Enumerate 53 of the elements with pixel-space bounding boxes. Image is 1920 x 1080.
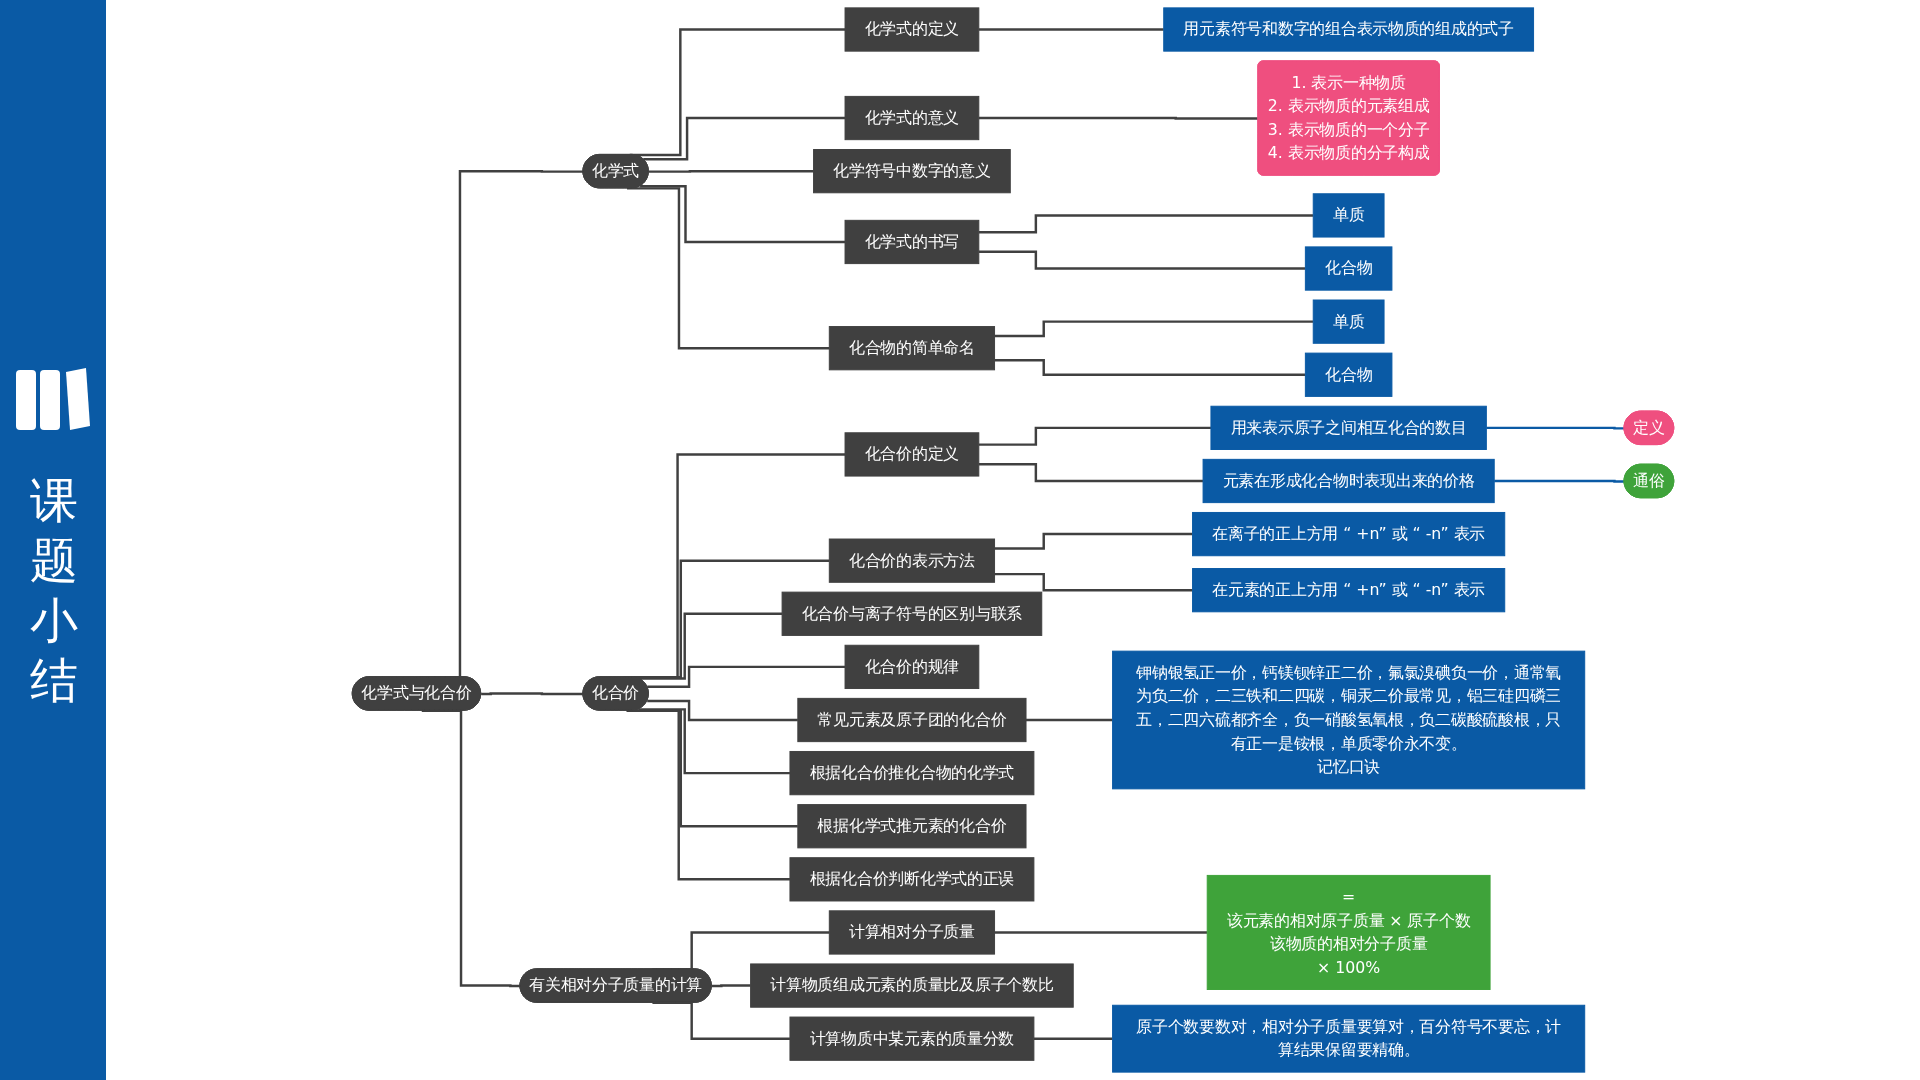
node-box: 化合价的规律 <box>844 644 980 689</box>
node-box: 化合物 <box>1304 352 1393 397</box>
node-box: 在元素的正上方用 “ +n” 或 “ -n” 表示 <box>1192 568 1506 613</box>
node-box: 化合价与离子符号的区别与联系 <box>781 591 1043 636</box>
node-box: 元素在形成化合物时表现出来的价格 <box>1202 458 1495 504</box>
connector <box>648 169 814 173</box>
page-title: 课题小结 <box>29 471 79 710</box>
node-box: 原子个数要数对，相对分子质量要算对，百分符号不要忘，计算结果保留要精确。 <box>1112 1004 1586 1073</box>
node-box: = 该元素的相对原子质量 × 原子个数 该物质的相对分子质量 × 100% <box>1206 874 1491 990</box>
connector <box>640 185 846 244</box>
connector <box>978 28 1164 31</box>
node-box: 化学式的定义 <box>844 7 980 52</box>
node-box: 化合价的表示方法 <box>828 538 996 583</box>
connector <box>638 708 790 775</box>
connector <box>647 699 798 722</box>
node-box: 根据化合价判断化学式的正误 <box>789 857 1035 902</box>
connector <box>647 665 846 688</box>
node-box: 单质 <box>1312 299 1385 344</box>
node-box: 根据化合价推化合物的化学式 <box>789 751 1035 796</box>
node-box: 化学式的书写 <box>844 219 980 265</box>
node-box: 根据化学式推元素的化合价 <box>797 804 1027 849</box>
node-box: 用来表示原子之间相互化合的数目 <box>1210 405 1487 450</box>
connector <box>994 931 1208 934</box>
connector <box>978 426 1211 446</box>
node-box: 单质 <box>1312 193 1385 238</box>
connector <box>627 187 830 350</box>
connector <box>1494 479 1625 483</box>
connector <box>481 692 584 696</box>
node-box: 化合物 <box>1304 246 1393 291</box>
connector <box>994 532 1193 550</box>
connector <box>978 250 1306 270</box>
node-box: 钾钠银氢正一价，钙镁钡锌正二价，氟氯溴碘负一价，通常氧为负二价，二三铁和二四碳，铜汞二价最常见，铝三硅四磷三五，二四六硫都齐全，负一硝酸氢氧根，负二碳酸硫酸根，只有正一是铵根，单质零价永不变。 记忆口诀 <box>1112 650 1586 790</box>
connector <box>1033 1037 1113 1040</box>
node-box: 计算相对分子质量 <box>828 910 996 955</box>
connector <box>978 214 1314 234</box>
connector <box>978 116 1259 120</box>
connector <box>994 572 1193 592</box>
node-box: 计算物质中某元素的质量分数 <box>789 1016 1035 1061</box>
connector <box>1486 426 1625 430</box>
connector <box>994 320 1314 338</box>
node-box: 化合物的简单命名 <box>828 326 996 371</box>
connector <box>711 984 751 988</box>
node-box: 用元素符号和数字的组合表示物质的组成的式子 <box>1163 7 1535 52</box>
connector <box>643 116 846 161</box>
node-box: 常见元素及原子团的化合价 <box>797 697 1027 743</box>
connector <box>1026 718 1113 722</box>
connector <box>978 463 1204 483</box>
node-box: 计算物质组成元素的质量比及原子个数比 <box>750 963 1074 1008</box>
node-box: 化学式的意义 <box>844 95 980 141</box>
node-box: 化学符号中数字的意义 <box>813 149 1011 194</box>
node-box: 在离子的正上方用 “ +n” 或 “ -n” 表示 <box>1192 511 1506 557</box>
connector <box>994 359 1306 376</box>
node-box: 化合价的定义 <box>844 432 980 477</box>
